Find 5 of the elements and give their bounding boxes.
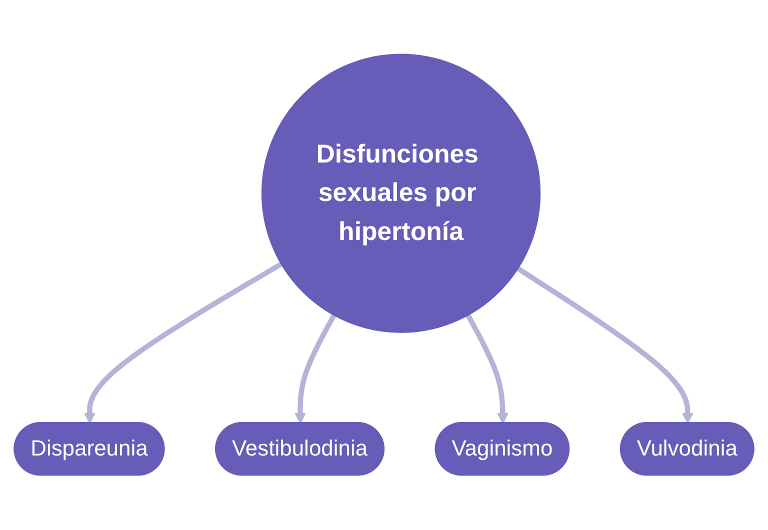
arrow [84, 262, 283, 424]
arrow [516, 266, 694, 424]
node-circle: Disfunciones sexuales por hipertonía [261, 54, 541, 334]
arrow [294, 314, 336, 424]
arrow [466, 314, 508, 424]
